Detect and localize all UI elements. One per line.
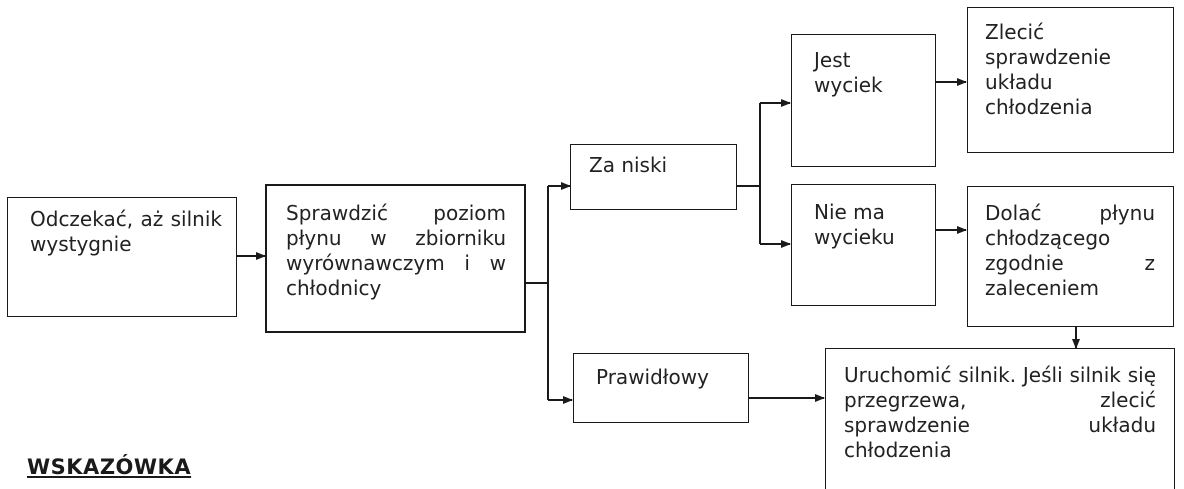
hint-heading: WSKAZÓWKA xyxy=(27,455,192,479)
box-correct: Prawidłowy xyxy=(573,353,749,423)
box-no-leak: Nie ma wycieku xyxy=(791,184,936,306)
box-add-coolant: Dolać płynu chłodzącego zgodnie z zalece… xyxy=(967,186,1174,327)
box-order-check: Zlecić sprawdzenie układu chłodzenia xyxy=(967,7,1174,153)
box-start-engine: Uruchomić silnik. Jeśli silnik się przeg… xyxy=(825,348,1175,489)
box-wait: Odczekać, aż silnik wystygnie xyxy=(7,197,237,317)
box-leak: Jest wyciek xyxy=(791,34,936,167)
box-check-level: Sprawdzić poziom płynu w zbiorniku wyrów… xyxy=(265,184,526,333)
box-too-low: Za niski xyxy=(570,144,737,210)
